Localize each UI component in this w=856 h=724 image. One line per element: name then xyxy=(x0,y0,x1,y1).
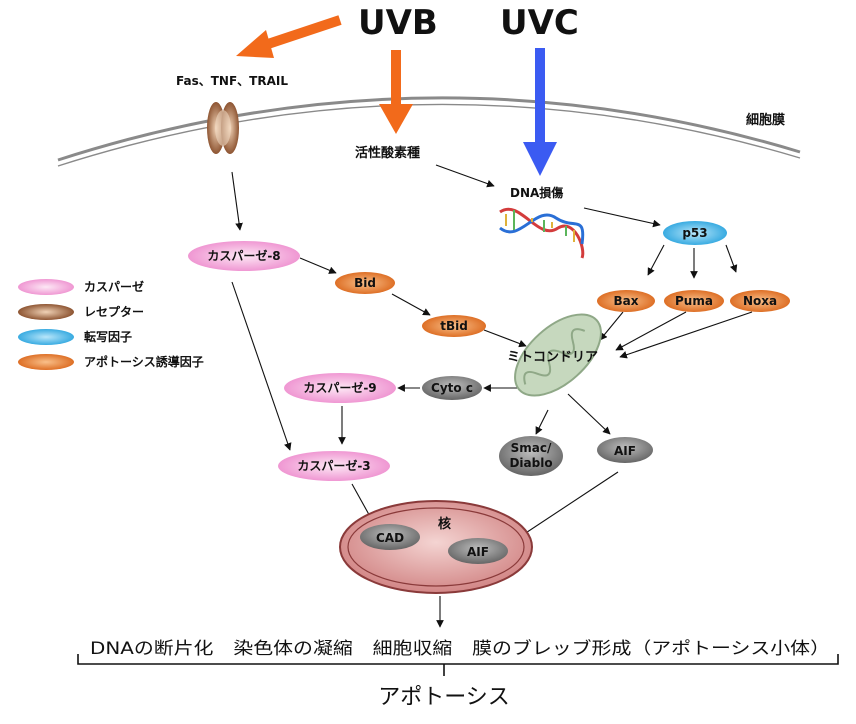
uvb-to-receptor-arrow xyxy=(236,15,342,58)
uvb-to-ros-arrow xyxy=(379,50,413,134)
nucleus-label: 核 xyxy=(438,516,451,532)
tbid-node xyxy=(422,315,486,337)
aif-node xyxy=(597,437,653,463)
legend-swatch-transcription xyxy=(18,329,74,345)
puma-node xyxy=(664,290,724,312)
uvc-to-dna-arrow xyxy=(523,48,557,176)
tbid-label: tBid xyxy=(440,319,468,333)
bax-label: Bax xyxy=(614,294,639,308)
bax-node xyxy=(597,290,655,312)
receptor-icon xyxy=(207,102,239,154)
cad-node xyxy=(360,524,420,550)
mitochondria-icon xyxy=(514,313,602,397)
cell-membrane xyxy=(57,96,801,167)
legend: カスパーゼ レセプター 転写因子 アポトーシス誘導因子 xyxy=(18,279,204,370)
uvb-label: UVB xyxy=(358,3,438,43)
legend-swatch-receptor xyxy=(18,304,74,320)
legend-label-receptor: レセプター xyxy=(84,304,144,319)
cyto-c-node xyxy=(422,376,482,400)
apoptosis-features-text: DNAの断片化 染色体の凝縮 細胞収縮 膜のブレッブ形成（アポトーシス小体） xyxy=(90,638,830,659)
caspase9-node xyxy=(284,373,396,403)
caspase8-node xyxy=(188,241,300,271)
puma-label: Puma xyxy=(675,294,713,308)
legend-swatch-apoptosis-inducer xyxy=(18,354,74,370)
bid-node xyxy=(335,272,395,294)
caspase9-label: カスパーゼ-9 xyxy=(303,380,376,395)
aif-nucleus-label: AIF xyxy=(467,545,489,559)
p53-node xyxy=(663,221,727,245)
caspase8-label: カスパーゼ-8 xyxy=(207,248,280,263)
p53-label: p53 xyxy=(682,226,707,240)
legend-swatch-caspase xyxy=(18,279,74,295)
uvc-label: UVC xyxy=(500,3,579,43)
aif-label: AIF xyxy=(614,444,636,458)
legend-label-transcription: 転写因子 xyxy=(84,329,132,344)
dna-helix-icon xyxy=(499,207,585,259)
bid-label: Bid xyxy=(354,276,376,290)
aif-nucleus-node xyxy=(448,538,508,564)
legend-label-caspase: カスパーゼ xyxy=(84,279,144,294)
cad-label: CAD xyxy=(376,531,404,545)
caspase3-label: カスパーゼ-3 xyxy=(297,458,370,473)
ros-label: 活性酸素種 xyxy=(355,145,420,161)
cyto-c-label: Cyto c xyxy=(431,381,473,395)
receptor-label: Fas、TNF、TRAIL xyxy=(176,74,288,88)
smac-diablo-node xyxy=(499,436,563,476)
cell-membrane-label: 細胞膜 xyxy=(746,112,785,128)
mitochondria-label: ミトコンドリア xyxy=(507,350,598,365)
smac-label: Smac/ xyxy=(511,441,552,455)
nucleus xyxy=(339,500,533,594)
diablo-label: Diablo xyxy=(509,456,552,470)
legend-label-apoptosis-inducer: アポトーシス誘導因子 xyxy=(84,354,204,369)
caspase3-node xyxy=(278,451,390,481)
noxa-label: Noxa xyxy=(743,294,777,308)
noxa-node xyxy=(730,290,790,312)
bracket xyxy=(77,654,839,676)
apoptosis-result-label: アポトーシス xyxy=(378,685,510,710)
dna-damage-label: DNA損傷 xyxy=(510,185,563,200)
